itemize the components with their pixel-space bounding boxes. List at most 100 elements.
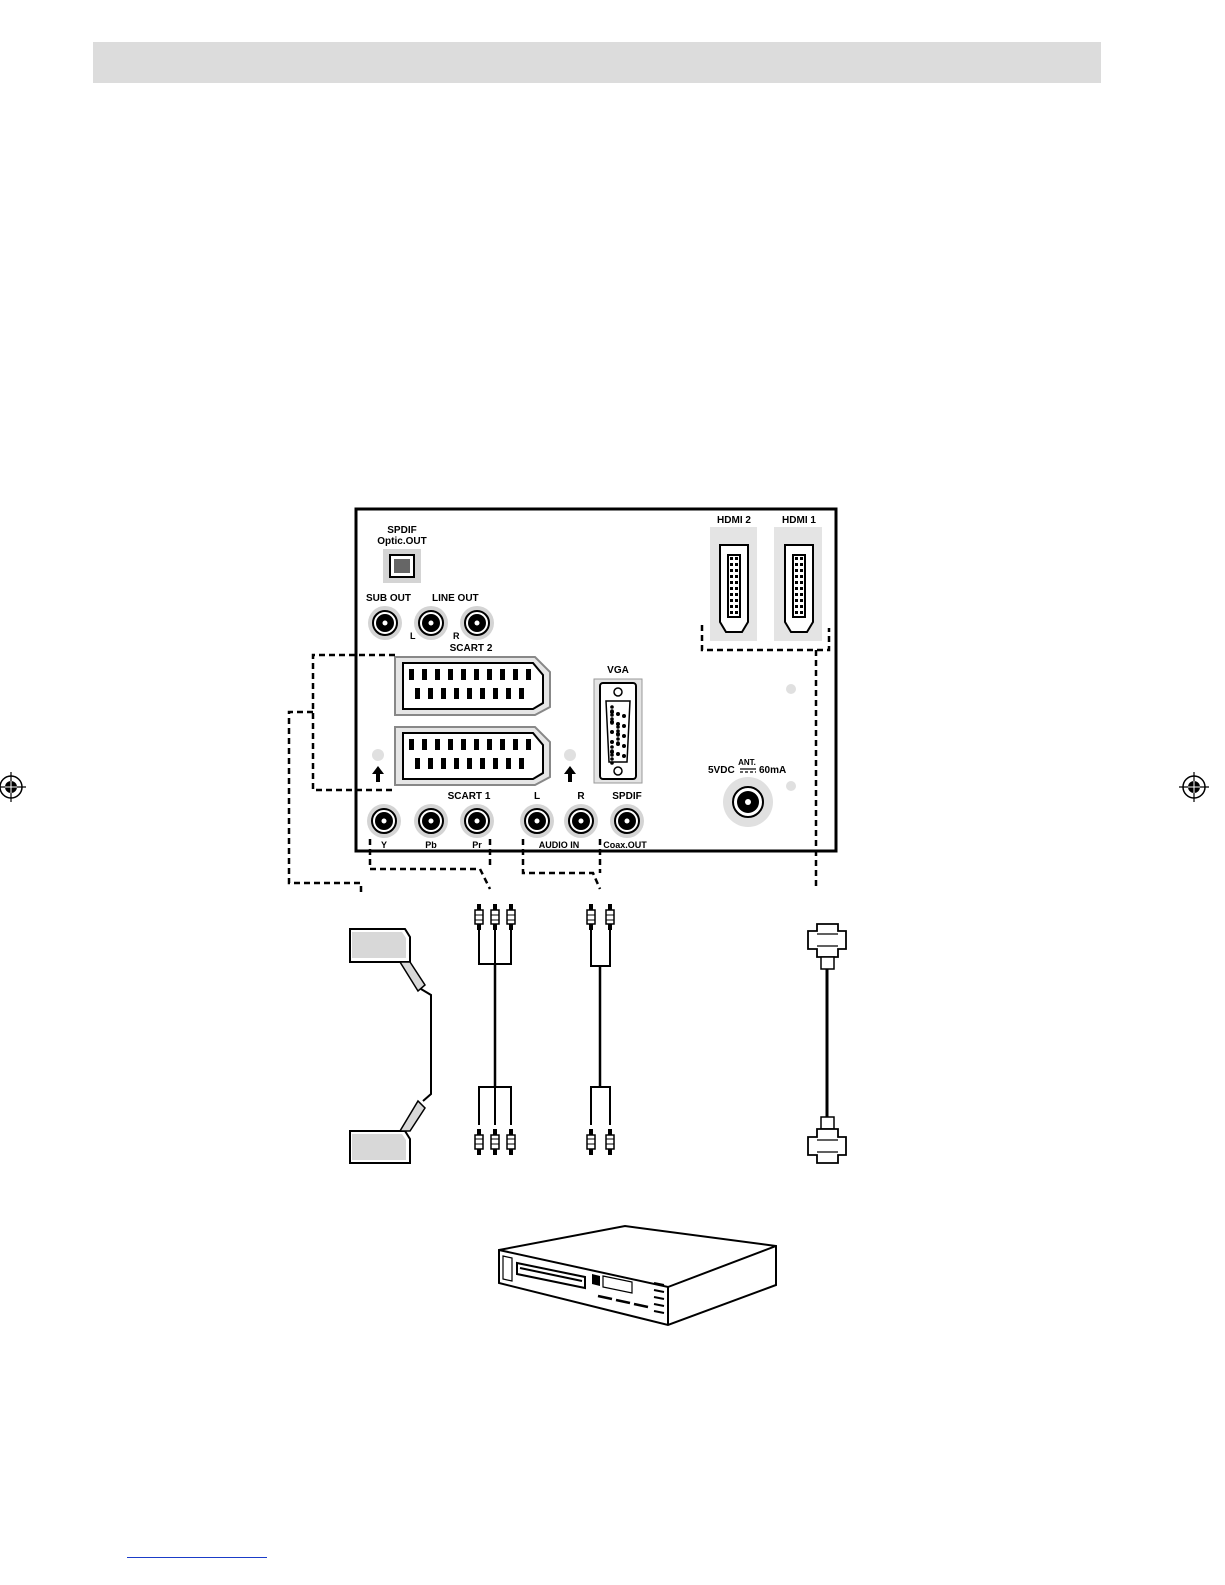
hdmi-pin bbox=[795, 611, 798, 614]
vga-pin bbox=[622, 744, 626, 748]
scart-pin bbox=[415, 758, 420, 769]
scart-pin bbox=[526, 739, 531, 750]
spdif-optic-label-2: Optic.OUT bbox=[377, 536, 426, 547]
vga-pin bbox=[610, 720, 614, 724]
vga-pin bbox=[622, 714, 626, 718]
scart-pin bbox=[500, 739, 505, 750]
y-label: Y bbox=[381, 840, 387, 850]
footer-rule bbox=[127, 1557, 267, 1558]
scart-pin bbox=[422, 669, 427, 680]
hdmi-pin bbox=[800, 557, 803, 560]
scart1-label: SCART 1 bbox=[448, 791, 491, 802]
scart-pin bbox=[428, 758, 433, 769]
vga-pin bbox=[610, 730, 614, 734]
hdmi-pin bbox=[800, 563, 803, 566]
hdmi2-port bbox=[710, 527, 757, 641]
hdmi-pin bbox=[795, 581, 798, 584]
scart1-port bbox=[395, 727, 550, 785]
hdmi-pin bbox=[800, 605, 803, 608]
scart-pin bbox=[487, 739, 492, 750]
scart-pin bbox=[474, 739, 479, 750]
hdmi-pin bbox=[795, 599, 798, 602]
hdmi-pin bbox=[730, 611, 733, 614]
scart-pin bbox=[526, 669, 531, 680]
hdmi-pin bbox=[730, 569, 733, 572]
coax-out-label: Coax.OUT bbox=[603, 840, 647, 850]
line-out-l-jack bbox=[414, 606, 448, 640]
hdmi-pin bbox=[730, 575, 733, 578]
hdmi-pin bbox=[730, 593, 733, 596]
audio-in-l-jack bbox=[520, 804, 554, 838]
hdmi-pin bbox=[795, 563, 798, 566]
vga-label: VGA bbox=[607, 665, 629, 676]
audio-in-label: AUDIO IN bbox=[539, 840, 580, 850]
scart-cable-icon bbox=[350, 929, 431, 1163]
hdmi-pin bbox=[735, 593, 738, 596]
scart-pin bbox=[435, 739, 440, 750]
audio-in-r-jack bbox=[564, 804, 598, 838]
hdmi-pin bbox=[795, 587, 798, 590]
scart-pin bbox=[493, 688, 498, 699]
hdmi-pin bbox=[730, 581, 733, 584]
sub-out-jack bbox=[368, 606, 402, 640]
spdif-coax-jack bbox=[610, 804, 644, 838]
hdmi-pin bbox=[730, 557, 733, 560]
vga-port bbox=[594, 679, 642, 783]
hdmi-pin bbox=[730, 563, 733, 566]
component-cable-icon bbox=[475, 904, 515, 1155]
hdmi-pin bbox=[795, 575, 798, 578]
scart-pin bbox=[513, 739, 518, 750]
optical-port bbox=[383, 549, 421, 583]
hdmi-pin bbox=[795, 593, 798, 596]
scart2-port bbox=[395, 657, 550, 715]
vga-pin bbox=[616, 752, 620, 756]
scart-pin bbox=[500, 669, 505, 680]
line-out-r-label: R bbox=[453, 631, 460, 641]
dvd-player-icon bbox=[499, 1226, 776, 1325]
scart-pin bbox=[461, 669, 466, 680]
scart-pin bbox=[441, 758, 446, 769]
scart-pin bbox=[467, 758, 472, 769]
scart-pin bbox=[480, 688, 485, 699]
vga-pin bbox=[610, 761, 614, 765]
scart-pin bbox=[493, 758, 498, 769]
hdmi-cable-icon bbox=[808, 924, 846, 1163]
sub-out-label: SUB OUT bbox=[366, 593, 411, 604]
scart-pin bbox=[506, 758, 511, 769]
indicator-dot bbox=[564, 749, 576, 761]
spdif-optic-label-1: SPDIF bbox=[387, 525, 416, 536]
vga-pin bbox=[622, 754, 626, 758]
scart-pin bbox=[454, 688, 459, 699]
antenna-port bbox=[723, 777, 773, 827]
scart-pin bbox=[448, 669, 453, 680]
vga-pin bbox=[610, 710, 614, 714]
scart-pin bbox=[519, 758, 524, 769]
scart-pin bbox=[422, 739, 427, 750]
audio-cable-icon bbox=[587, 904, 614, 1155]
hdmi2-label: HDMI 2 bbox=[717, 515, 751, 526]
line-out-r-jack bbox=[460, 606, 494, 640]
hdmi-pin bbox=[735, 587, 738, 590]
scart-pin bbox=[409, 669, 414, 680]
hdmi-pin bbox=[800, 611, 803, 614]
hdmi-pin bbox=[800, 587, 803, 590]
scart-pin bbox=[441, 688, 446, 699]
hdmi-pin bbox=[735, 611, 738, 614]
hdmi1-label: HDMI 1 bbox=[782, 515, 816, 526]
indicator-dot bbox=[786, 781, 796, 791]
hdmi-pin bbox=[730, 587, 733, 590]
spdif-coax-label: SPDIF bbox=[612, 791, 641, 802]
hdmi-pin bbox=[795, 569, 798, 572]
hdmi-pin bbox=[735, 569, 738, 572]
y-jack bbox=[367, 804, 401, 838]
hdmi-pin bbox=[800, 599, 803, 602]
hdmi-pin bbox=[800, 581, 803, 584]
ant-label: ANT. bbox=[738, 758, 756, 767]
line-out-l-label: L bbox=[410, 631, 416, 641]
scart-pin bbox=[480, 758, 485, 769]
scart-pin bbox=[428, 688, 433, 699]
scart-pin bbox=[506, 688, 511, 699]
indicator-dot bbox=[372, 749, 384, 761]
hdmi-pin bbox=[735, 557, 738, 560]
